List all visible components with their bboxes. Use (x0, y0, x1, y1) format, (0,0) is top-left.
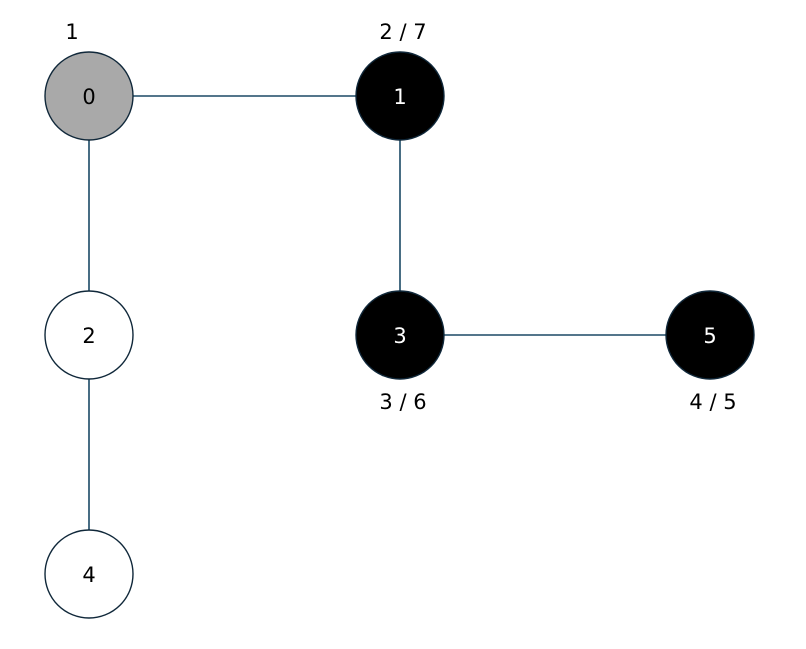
node-4-circle (44, 529, 134, 619)
node-4: 4 (44, 529, 134, 619)
node-3: 3 (355, 290, 445, 380)
node-3-circle (355, 290, 445, 380)
node-2: 2 (44, 290, 134, 380)
node-1-label: 1 (393, 85, 406, 109)
graph-nodes: 0 1 2 3 4 5 (44, 51, 755, 619)
node-0-circle (44, 51, 134, 141)
node-4-label: 4 (82, 563, 95, 587)
node-1: 1 (355, 51, 445, 141)
node-3-label: 3 (393, 324, 406, 348)
node-0: 0 (44, 51, 134, 141)
node-5: 5 (665, 290, 755, 380)
node-2-label: 2 (82, 324, 95, 348)
node-0-label: 0 (82, 85, 95, 109)
node-1-circle (355, 51, 445, 141)
node-0-time-label: 1 (65, 20, 78, 44)
node-5-circle (665, 290, 755, 380)
node-3-time-label: 3 / 6 (379, 390, 426, 414)
node-1-time-label: 2 / 7 (379, 20, 426, 44)
node-5-time-label: 4 / 5 (689, 390, 736, 414)
node-5-label: 5 (703, 324, 716, 348)
time-labels: 1 2 / 7 3 / 6 4 / 5 (65, 20, 736, 414)
node-2-circle (44, 290, 134, 380)
